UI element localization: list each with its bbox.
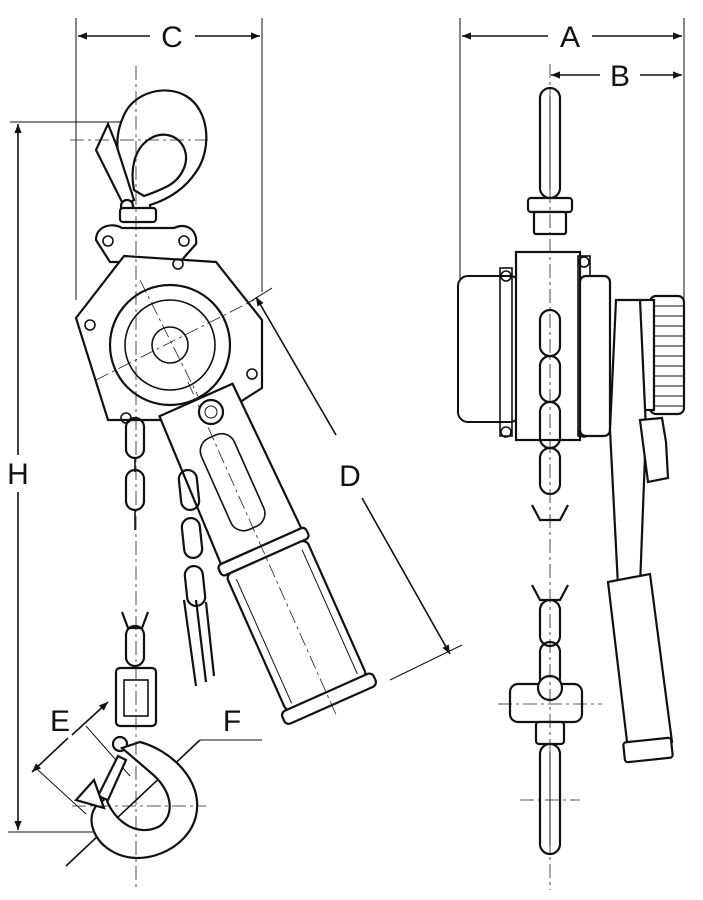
- load-chain-front: [120, 416, 150, 668]
- side-bottom-hook: [508, 674, 584, 856]
- dimension-f: F: [65, 705, 262, 867]
- top-hook: [94, 89, 208, 224]
- bottom-hook: [74, 666, 199, 860]
- dimension-a: A: [459, 18, 685, 300]
- label-h: H: [7, 458, 29, 491]
- dimension-e: E: [31, 701, 131, 815]
- side-frame: [514, 250, 582, 442]
- dimension-b: B: [551, 60, 682, 93]
- label-f: F: [223, 705, 241, 738]
- label-e: E: [50, 705, 70, 738]
- side-view: [457, 64, 686, 890]
- front-view: [70, 66, 378, 890]
- side-lever: [606, 294, 686, 764]
- dimension-c: C: [75, 18, 263, 300]
- sheave-housing: [95, 279, 255, 411]
- dimension-h: H: [7, 121, 122, 833]
- label-c: C: [161, 21, 183, 54]
- label-d: D: [339, 460, 361, 493]
- label-b: B: [610, 60, 630, 93]
- gear-cover: [457, 275, 521, 423]
- label-a: A: [560, 21, 580, 54]
- slack-chain-front: [177, 468, 216, 687]
- lever-handle: [158, 381, 378, 725]
- dimension-d: D: [239, 287, 463, 681]
